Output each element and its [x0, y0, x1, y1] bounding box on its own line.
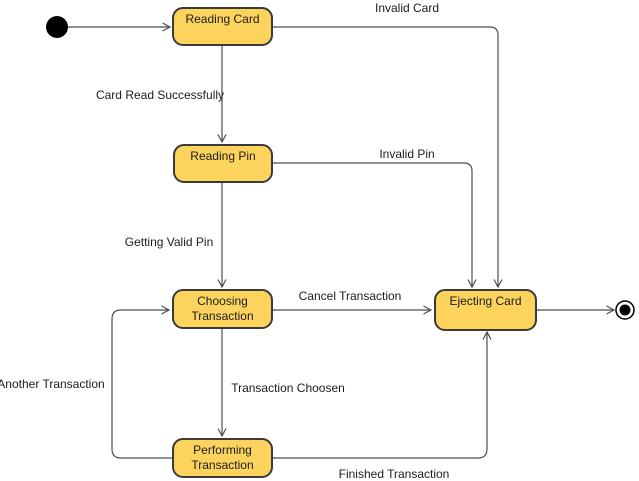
transition-label-invalid-pin: Invalid Pin	[379, 147, 435, 161]
state-reading-card: Reading Card	[172, 7, 273, 46]
transition-line-invalid-card	[273, 26, 503, 289]
transition-label-cancel-transaction: Cancel Transaction	[298, 289, 402, 303]
state-label-choosing-transaction: Choosing Transaction	[191, 294, 254, 323]
initial-state-node	[46, 16, 68, 38]
transition-label-another-transaction: Another Transaction	[0, 377, 105, 391]
final-state-node	[615, 300, 635, 320]
state-label-reading-card: Reading Card	[185, 12, 260, 26]
transition-line-another-transaction	[111, 305, 172, 459]
state-label-reading-pin: Reading Pin	[190, 149, 256, 163]
state-choosing-transaction: Choosing Transaction	[172, 289, 273, 329]
transition-label-finished-transaction: Finished Transaction	[338, 467, 450, 481]
final-state-inner-dot-icon	[619, 304, 631, 316]
state-label-ejecting-card: Ejecting Card	[449, 294, 522, 308]
transition-label-card-read-successfully: Card Read Successfully	[95, 88, 225, 102]
state-ejecting-card: Ejecting Card	[434, 289, 537, 331]
state-performing-transaction: Performing Transaction	[172, 438, 273, 478]
state-label-performing-transaction: Performing Transaction	[191, 443, 254, 472]
transition-line-invalid-pin	[273, 162, 477, 289]
transition-label-transaction-choosen: Transaction Choosen	[231, 381, 345, 395]
initial-state-icon	[46, 16, 68, 38]
transition-line-finished-transaction	[273, 330, 492, 459]
transition-label-invalid-card: Invalid Card	[374, 1, 440, 15]
transition-label-getting-valid-pin: Getting Valid Pin	[124, 235, 214, 249]
state-reading-pin: Reading Pin	[173, 144, 273, 183]
